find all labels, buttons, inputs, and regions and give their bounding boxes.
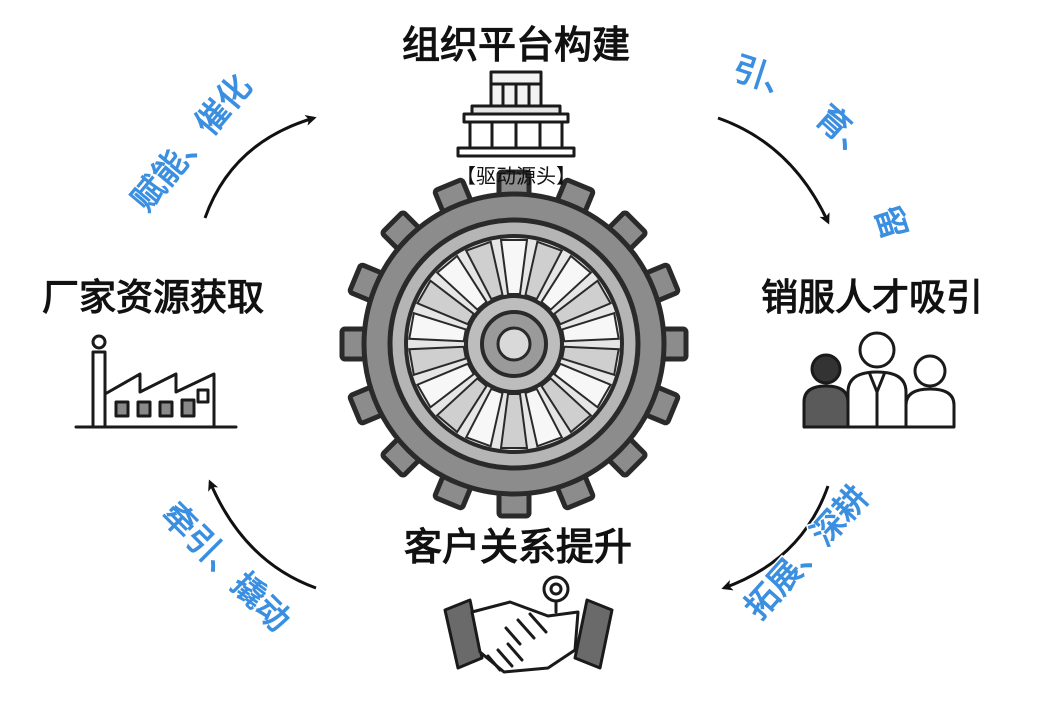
gear-icon: [339, 169, 689, 519]
gear-spoke: [415, 279, 476, 326]
gear-spoke: [561, 345, 620, 377]
driving-source-tag: 【驱动源头】: [456, 164, 576, 188]
arrow-right-to-bottom: [721, 485, 830, 591]
gear-spoke: [524, 240, 564, 301]
gear-spoke: [540, 377, 593, 434]
gear-spoke: [552, 362, 613, 409]
gear-spoke: [408, 345, 467, 377]
handshake-icon: [443, 575, 614, 674]
right-node-title: 销服人才吸引: [761, 276, 983, 319]
arrow-bottom-to-left: [208, 479, 317, 590]
factory-icon: [74, 334, 238, 429]
left-node-title: 厂家资源获取: [42, 276, 264, 319]
bottom-node-title: 客户关系提升: [404, 525, 632, 569]
people-icon: [802, 331, 956, 429]
gear-spoke: [464, 387, 504, 448]
gear-spoke: [499, 393, 529, 449]
cycle-label-bottom-right: 拓展、深耕: [737, 478, 876, 627]
gear-spoke: [524, 387, 564, 448]
cycle-label-top-right: 引、 育、 留: [727, 47, 916, 246]
gear-spoke: [464, 240, 504, 301]
cycle-label-top-right-part-1: 引、: [728, 48, 803, 105]
gear-spoke: [435, 254, 488, 311]
arrow-left-to-top: [203, 115, 317, 219]
gear-spoke: [435, 377, 488, 434]
gear-spoke: [552, 279, 613, 326]
gear-spoke: [408, 311, 467, 343]
cycle-label-top-right-part-3: 留: [867, 201, 914, 244]
gear-spoke: [540, 254, 593, 311]
gear-spoke: [499, 239, 529, 295]
building-icon: [456, 70, 576, 158]
gear-spoke: [415, 362, 476, 409]
gear-spokes: [408, 239, 620, 449]
arrow-top-to-right: [717, 116, 830, 225]
cycle-label-top-right-part-2: 育、: [808, 97, 883, 170]
cycle-label-top-left: 赋能、催化: [123, 67, 259, 218]
gear-spoke: [561, 311, 620, 343]
gear-axle: [496, 326, 532, 362]
top-node-title: 组织平台构建: [402, 23, 630, 67]
